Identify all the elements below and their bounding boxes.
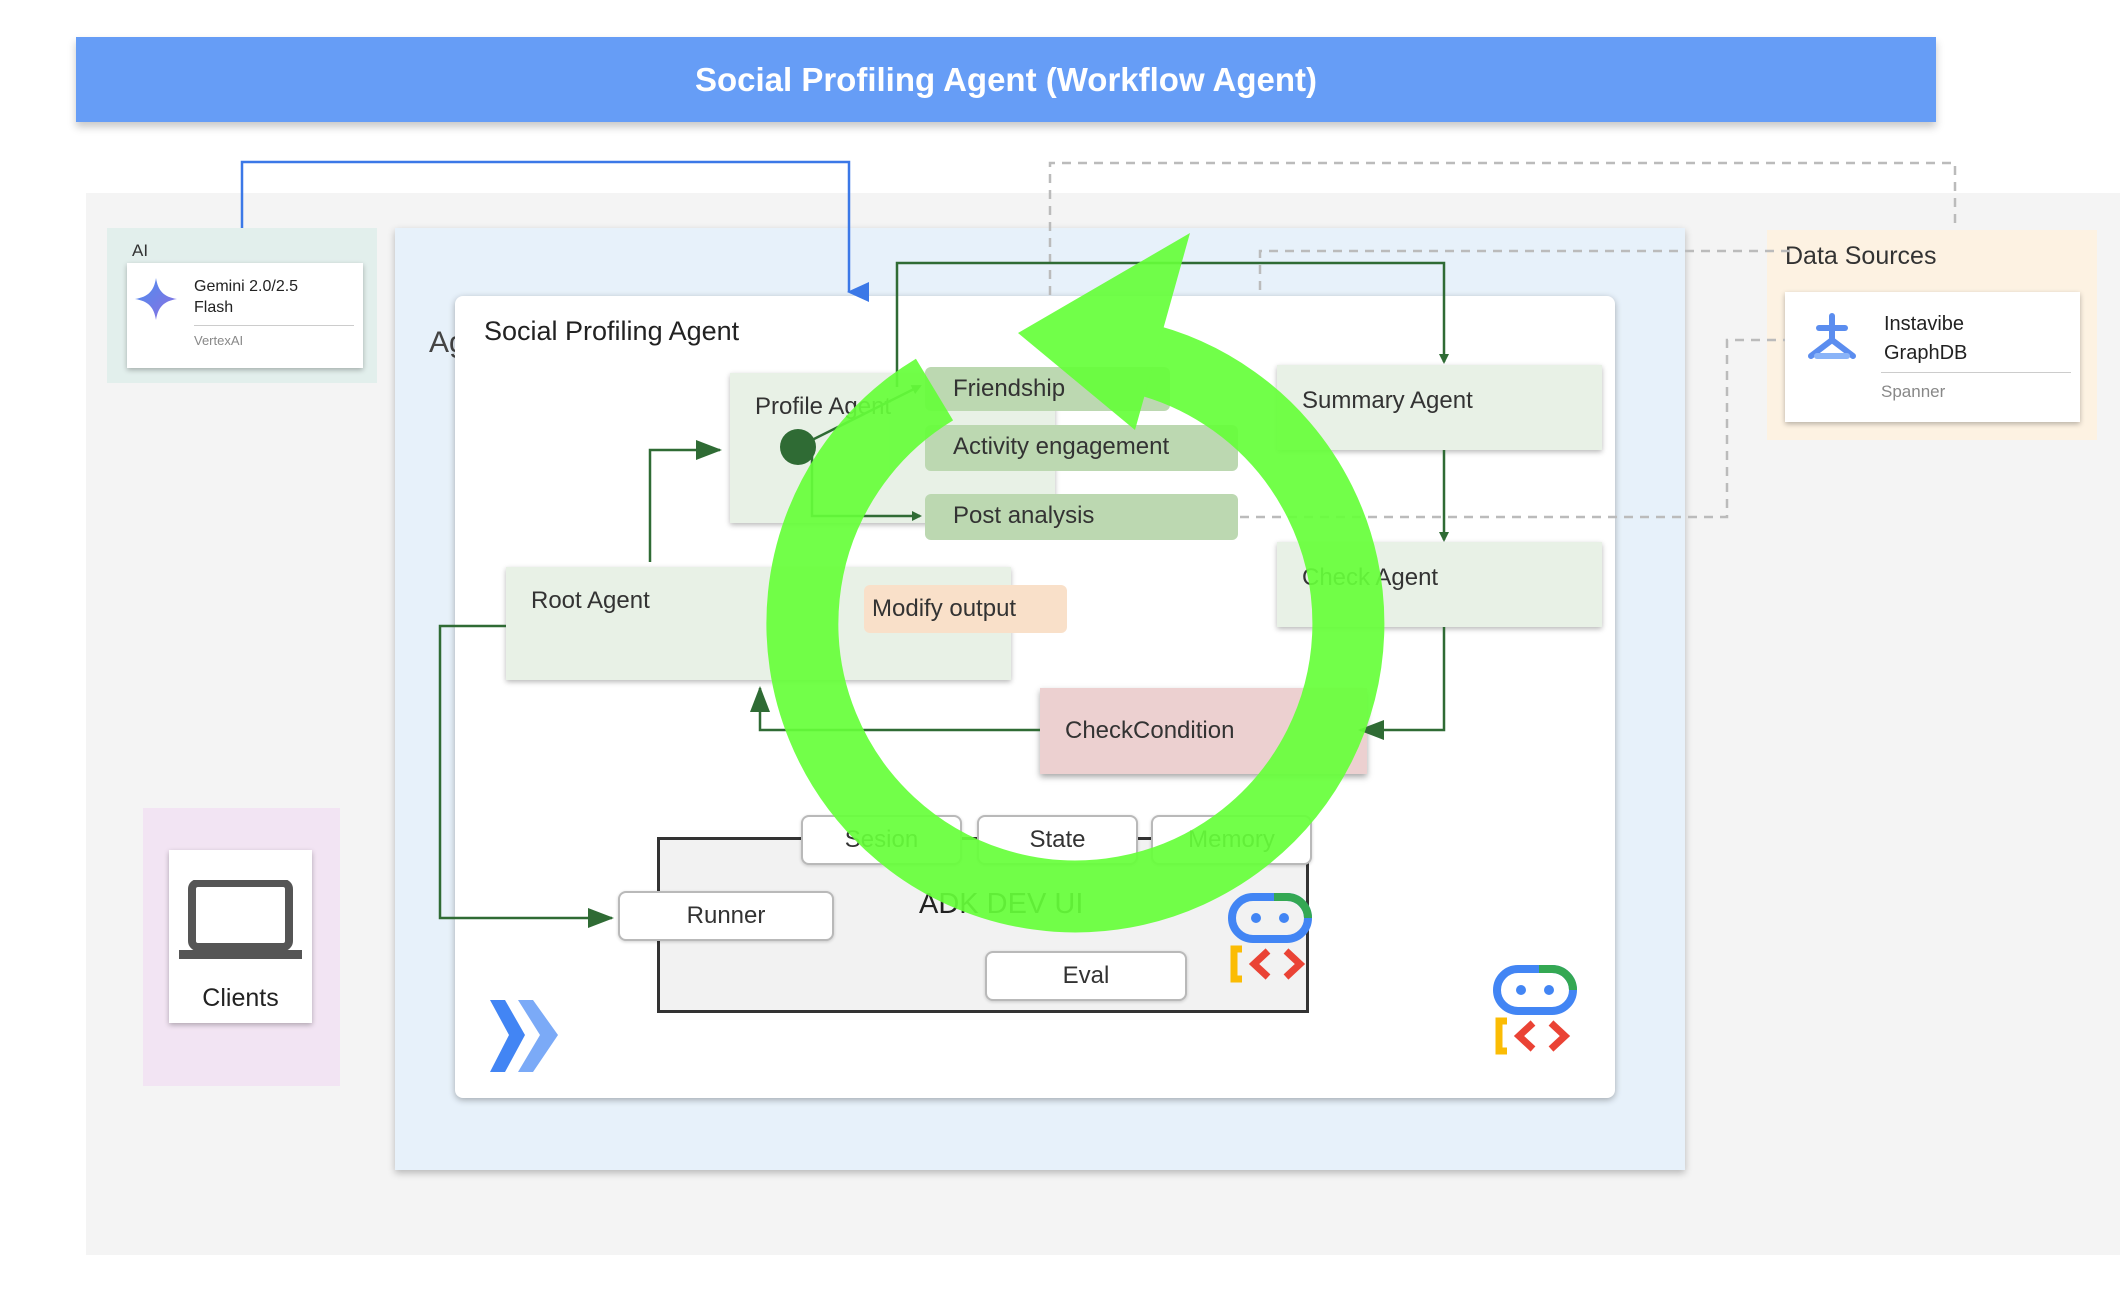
summary-agent-label: Summary Agent <box>1302 387 1473 414</box>
root-agent-label: Root Agent <box>531 587 650 614</box>
task-pill-activity-engagement[interactable]: Activity engagement <box>925 425 1238 471</box>
summary-agent-box[interactable]: Summary Agent <box>1277 365 1602 450</box>
check-condition-label: CheckCondition <box>1065 717 1235 744</box>
ai-link-line <box>240 160 869 302</box>
gemini-model-card: Gemini 2.0/2.5 Flash VertexAI <box>127 263 363 368</box>
data-sources-panel: Data Sources Instavibe GraphDB Spanner <box>1767 230 2097 440</box>
task-label: Post analysis <box>953 502 1095 529</box>
ai-panel-title: AI <box>132 241 149 260</box>
clients-panel: Clients <box>143 808 340 1086</box>
spanner-icon <box>1808 313 1856 359</box>
model-name: Gemini 2.0/2.5 Flash <box>194 278 299 316</box>
page-title-banner: Social Profiling Agent (Workflow Agent) <box>76 37 1936 122</box>
eval-button[interactable]: Eval <box>985 951 1187 1001</box>
modify-output-label: Modify output <box>872 595 1017 622</box>
profile-agent-dispatch-node <box>780 429 816 465</box>
graphdb-name: Instavibe GraphDB <box>1884 313 1968 364</box>
laptop-icon <box>179 880 302 959</box>
graphdb-card: Instavibe GraphDB Spanner <box>1785 292 2080 422</box>
cloud-run-icon <box>490 1000 558 1072</box>
task-label: Activity engagement <box>953 433 1170 460</box>
adk-logo-icon <box>1493 965 1577 1055</box>
runner-button[interactable]: Runner <box>618 891 834 941</box>
state-tab-label: State <box>1029 826 1086 853</box>
page-title: Social Profiling Agent (Workflow Agent) <box>694 60 1318 98</box>
loop-cycle-arrow-icon <box>766 233 1385 933</box>
modify-output-box[interactable]: Modify output <box>864 585 1067 633</box>
ai-panel: AI Gemini 2.0/2.5 Flash VertexAI <box>107 228 377 383</box>
model-provider: VertexAI <box>194 333 244 348</box>
adk-logo-icon <box>1228 893 1312 983</box>
task-pill-post-analysis[interactable]: Post analysis <box>925 494 1238 540</box>
data-source-links <box>1048 161 1957 519</box>
data-sources-title: Data Sources <box>1785 242 1937 270</box>
agent-panel-title: Social Profiling Agent <box>484 316 740 346</box>
eval-label: Eval <box>1062 962 1110 989</box>
task-label: Friendship <box>953 375 1066 402</box>
gemini-sparkle-icon <box>135 278 177 320</box>
graphdb-engine: Spanner <box>1881 382 1946 401</box>
runner-label: Runner <box>686 902 766 929</box>
clients-label: Clients <box>202 984 279 1012</box>
clients-card[interactable]: Clients <box>169 850 312 1023</box>
